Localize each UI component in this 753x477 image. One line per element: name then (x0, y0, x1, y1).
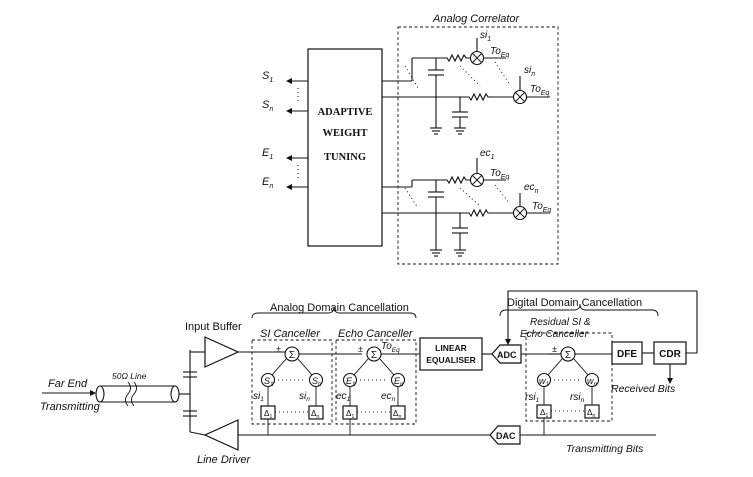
correlator-boundary (397, 26, 559, 265)
input-buffer-label: Input Buffer (185, 321, 242, 333)
dfe-label: DFE (617, 349, 637, 360)
transmitting-bits-label: Transmitting Bits (566, 443, 644, 455)
analog-cancellation-label: Analog Domain Cancellation (270, 302, 409, 314)
feedback-loop (507, 290, 698, 354)
tap-rsi1: rsi1 (525, 392, 540, 404)
cdr-label: CDR (659, 349, 681, 360)
delay-n: Δn (587, 408, 595, 419)
awt-line-1: ADAPTIVE (318, 107, 373, 118)
multiplier-icon (512, 89, 528, 105)
toeq-label: ToEq (530, 84, 549, 97)
si-canceller-boundary (251, 339, 333, 425)
analog-brace (251, 306, 417, 319)
sigma-symbol: Σ (371, 350, 377, 361)
si-correlator-branch: si1 ToEq sin ToEq (382, 30, 550, 135)
residual-label-2: Echo Canceller (520, 329, 588, 340)
weight-w1: w1 (539, 376, 549, 388)
awt-line-2: WEIGHT (323, 128, 368, 139)
echo-canceller-label: Echo Canceller (338, 328, 414, 340)
sigma-symbol: Σ (289, 350, 295, 361)
tap-ec1: ec1 (336, 391, 351, 403)
input-ec1: ec1 (480, 148, 495, 161)
line-driver-icon (203, 419, 239, 451)
multiplier-icon (469, 172, 485, 188)
digital-brace (499, 303, 659, 317)
plus-minus-symbol: ± (276, 344, 281, 354)
adaptive-weight-tuning-block (307, 48, 383, 247)
output-e1: E1 (262, 147, 273, 161)
tap-rsin: rsin (570, 392, 585, 404)
delay-1: Δ1 (264, 409, 272, 420)
multiplier-icon (469, 50, 485, 66)
input-buffer-icon (204, 336, 240, 368)
received-bits-label: Received Bits (611, 383, 676, 395)
far-end-label-2: Transmitting (40, 401, 101, 413)
correlator-title: Analog Correlator (432, 13, 521, 25)
weight-wn: wn (587, 376, 598, 388)
delay-1: Δ1 (346, 409, 354, 420)
output-en: En (262, 176, 273, 190)
awt-line-3: TUNING (324, 152, 366, 163)
plus-minus-symbol: ± (552, 344, 557, 354)
digital-cancellation-label: Digital Domain Cancellation (507, 297, 642, 309)
ec-correlator-branch: ec1 ToEq ecn ToEq (382, 148, 551, 257)
adc-label: ADC (497, 350, 517, 360)
sigma-symbol: Σ (565, 350, 571, 361)
echo-canceller-boundary (335, 339, 417, 425)
toeq-label: ToEq (490, 46, 509, 59)
far-end-label: Far End (48, 378, 88, 390)
output-sn: Sn (262, 99, 273, 113)
input-si1: si1 (480, 30, 491, 43)
weight-en: En (394, 376, 404, 388)
plus-minus-symbol: ± (358, 344, 363, 354)
toeq-label: ToEq (381, 341, 400, 354)
line-driver-label: Line Driver (197, 454, 252, 466)
line-label: 50Ω Line (112, 371, 147, 381)
residual-label-1: Residual SI & (530, 317, 591, 328)
tap-ecn: ecn (381, 391, 396, 403)
input-sin: sin (524, 65, 535, 78)
multiplier-icon (512, 205, 528, 221)
weight-s1: S1 (264, 376, 273, 388)
output-s1: S1 (262, 70, 273, 84)
awt-outputs: S1 Sn E1 En (262, 70, 308, 190)
toeq-label: ToEq (490, 168, 509, 181)
system-chain-section: Analog Domain Cancellation Digital Domai… (40, 290, 698, 466)
si-canceller-label: SI Canceller (260, 328, 321, 340)
input-ecn: ecn (524, 182, 539, 195)
tap-si1: si1 (253, 391, 264, 403)
linear-equaliser-line-1: LINEAR (435, 343, 467, 353)
delay-1: Δ1 (540, 408, 548, 419)
weight-sn: Sn (312, 376, 322, 388)
tap-sin: sin (299, 391, 310, 403)
analog-correlator-section: Analog Correlator ADAPTIVE WEIGHT TUNING… (262, 13, 559, 265)
linear-equaliser-block (419, 337, 483, 371)
transmission-line-icon (95, 381, 180, 407)
dac-label: DAC (496, 431, 516, 441)
delay-n: Δn (393, 409, 401, 420)
toeq-label: ToEq (532, 201, 551, 214)
delay-n: Δn (311, 409, 319, 420)
residual-canceller-boundary (525, 332, 613, 422)
linear-equaliser-line-2: EQUALISER (426, 355, 476, 365)
weight-e1: E1 (346, 376, 355, 388)
